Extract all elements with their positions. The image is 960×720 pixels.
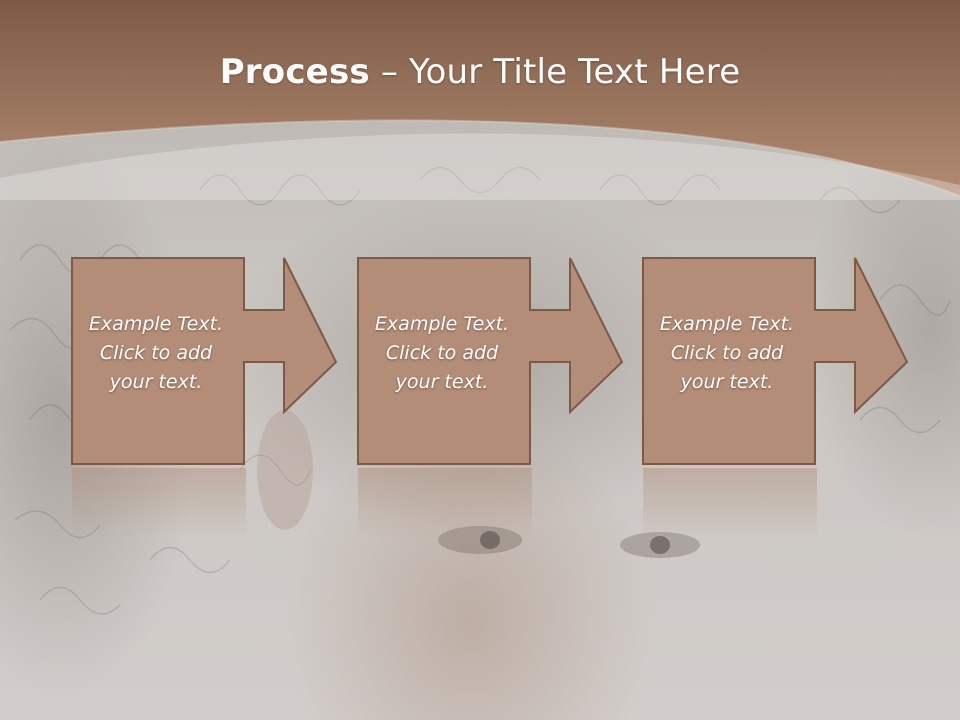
title-bold: Process bbox=[219, 52, 370, 92]
page-title[interactable]: Process – Your Title Text Here bbox=[0, 52, 960, 92]
process-step-1[interactable]: Example Text. Click to add your text. bbox=[70, 256, 370, 466]
step-2-reflection bbox=[358, 468, 532, 538]
title-rest: – Your Title Text Here bbox=[369, 52, 741, 92]
step-3-line-2: Click to add bbox=[670, 342, 784, 364]
arrow-box-3 bbox=[642, 257, 909, 465]
step-1-text[interactable]: Example Text. Click to add your text. bbox=[70, 310, 242, 397]
step-3-text[interactable]: Example Text. Click to add your text. bbox=[641, 310, 813, 397]
process-step-2[interactable]: Example Text. Click to add your text. bbox=[356, 256, 656, 466]
step-1-reflection bbox=[72, 468, 246, 538]
header-banner bbox=[0, 0, 960, 200]
step-1-line-2: Click to add bbox=[99, 342, 213, 364]
step-1-line-1: Example Text. bbox=[88, 313, 224, 335]
step-2-line-1: Example Text. bbox=[374, 313, 510, 335]
step-2-text[interactable]: Example Text. Click to add your text. bbox=[356, 310, 528, 397]
step-3-line-1: Example Text. bbox=[659, 313, 795, 335]
process-step-3[interactable]: Example Text. Click to add your text. bbox=[641, 256, 941, 466]
arrow-box-1 bbox=[71, 257, 338, 465]
step-2-line-2: Click to add bbox=[385, 342, 499, 364]
arrow-box-2 bbox=[357, 257, 624, 465]
step-2-line-3: your text. bbox=[395, 371, 489, 393]
step-3-reflection bbox=[643, 468, 817, 538]
step-1-line-3: your text. bbox=[109, 371, 203, 393]
step-3-line-3: your text. bbox=[680, 371, 774, 393]
